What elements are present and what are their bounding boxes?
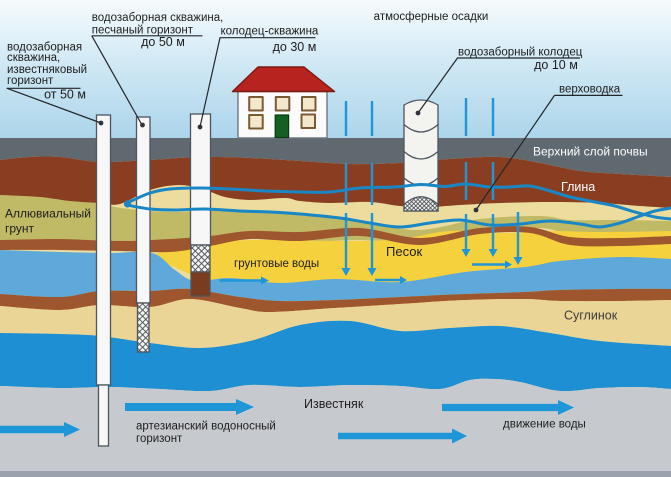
svg-text:движение воды: движение воды [503,419,586,431]
svg-text:Суглинок: Суглинок [564,309,618,323]
svg-text:водозаборная: водозаборная [7,42,82,54]
svg-text:известняковый: известняковый [7,64,87,76]
svg-text:Верхний слой почвы: Верхний слой почвы [533,145,648,159]
svg-text:горизонт: горизонт [136,433,183,445]
svg-text:от 50 м: от 50 м [44,88,86,102]
svg-text:водозаборный колодец: водозаборный колодец [458,47,583,59]
svg-text:Известняк: Известняк [304,397,364,411]
svg-text:грунт: грунт [5,222,35,236]
svg-text:водозаборная скважина,: водозаборная скважина, [92,12,224,24]
svg-text:Глина: Глина [561,180,595,194]
svg-text:грунтовые воды: грунтовые воды [234,258,319,270]
svg-text:Песок: Песок [386,244,422,259]
svg-text:песчаный горизонт: песчаный горизонт [92,25,194,37]
svg-text:колодец-скважина: колодец-скважина [221,26,319,38]
svg-text:верховодка: верховодка [559,84,621,96]
svg-text:до 10 м: до 10 м [534,58,578,72]
svg-text:до 50 м: до 50 м [141,35,185,49]
svg-text:атмосферные осадки: атмосферные осадки [374,11,489,23]
svg-text:скважина,: скважина, [7,52,60,64]
svg-text:горизонт: горизонт [7,75,54,87]
svg-text:до 30 м: до 30 м [273,40,317,54]
svg-text:Аллювиальный: Аллювиальный [5,207,91,221]
svg-text:артезианский водоносный: артезианский водоносный [136,421,276,433]
